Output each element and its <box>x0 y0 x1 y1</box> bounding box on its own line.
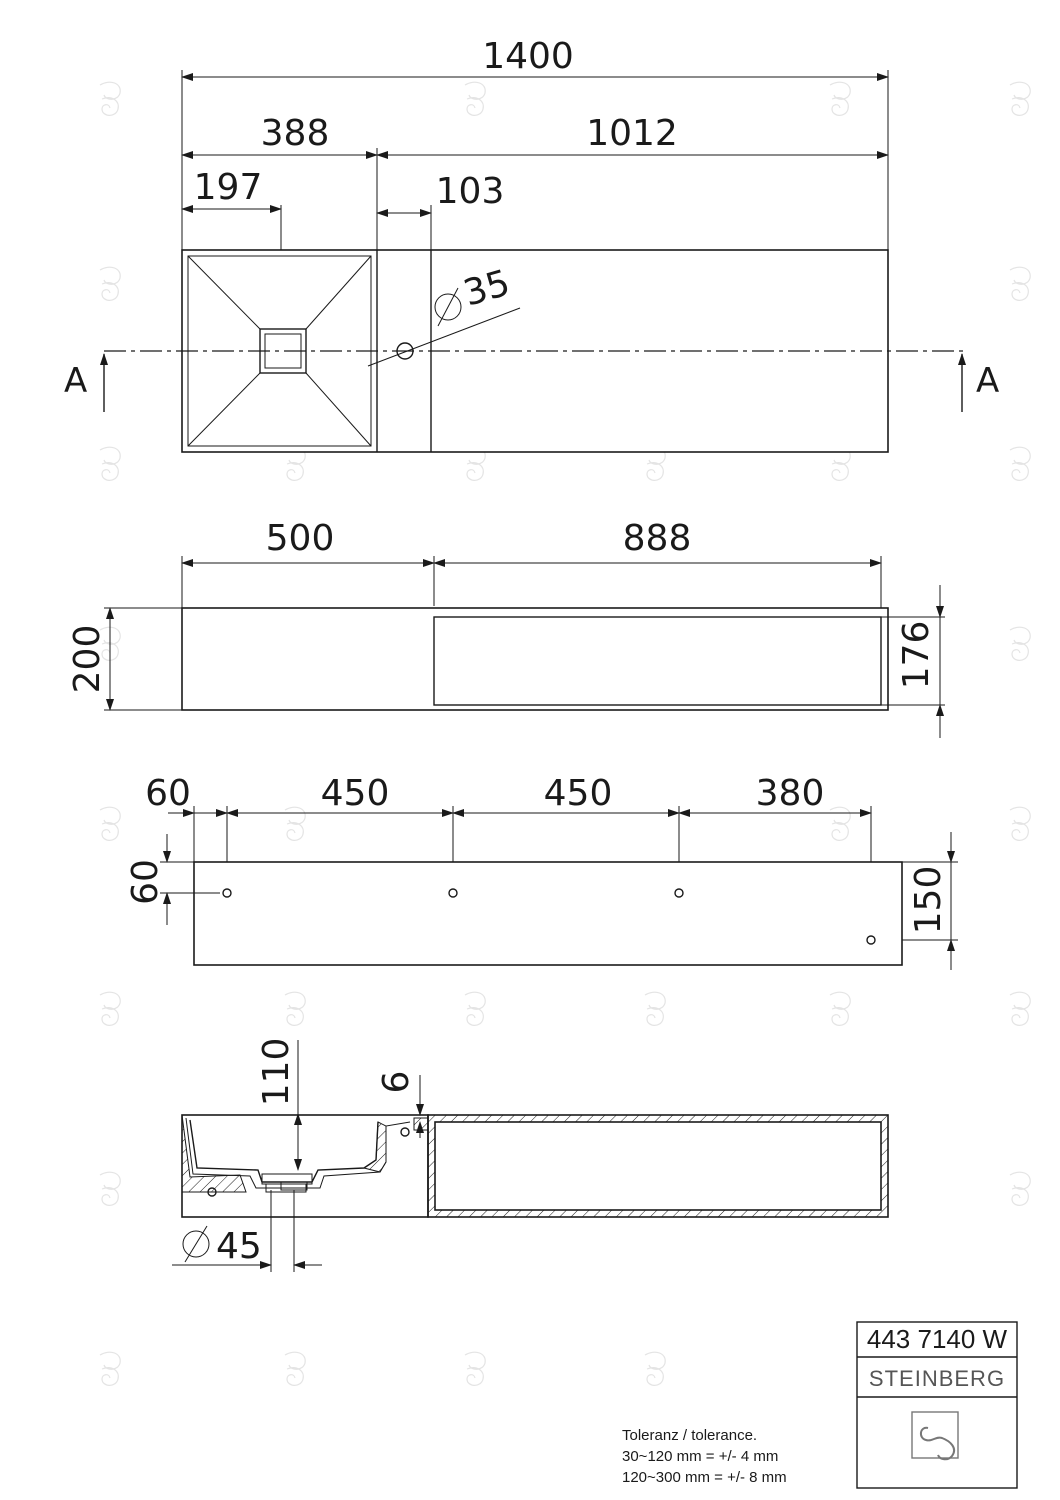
mounting-hole <box>448 888 458 898</box>
tolerance-line-1: 30~120 mm = +/- 4 mm <box>622 1448 778 1465</box>
mounting-hole <box>222 888 232 898</box>
rear-view-outline <box>193 861 903 966</box>
section-basin-body <box>181 1114 429 1218</box>
tolerance-title: Toleranz / tolerance. <box>622 1427 757 1444</box>
section-label-right: A <box>976 361 999 401</box>
title-block: 443 7140 W STEINBERG <box>856 1321 1018 1489</box>
front-view-outline <box>181 607 889 711</box>
dim-spacing-1: 450 <box>321 773 390 814</box>
section-view: 110 6 45 <box>172 1038 889 1272</box>
top-view: 1400 388 1012 197 103 35 A <box>64 36 999 453</box>
dim-edge-offset: 60 <box>145 773 191 814</box>
tolerance-note: Toleranz / tolerance. 30~120 mm = +/- 4 … <box>622 1427 787 1486</box>
dim-drain-offset: 197 <box>194 167 263 208</box>
dim-basin-depth: 110 <box>256 1038 297 1107</box>
brand-name: STEINBERG <box>869 1366 1005 1391</box>
dim-spacing-3: 380 <box>756 773 825 814</box>
section-label-left: A <box>64 361 87 401</box>
tap-hole-section <box>400 1127 410 1137</box>
dim-rear-height: 150 <box>908 866 949 935</box>
niche-opening <box>433 616 882 706</box>
dim-shelf-length: 1012 <box>586 113 678 154</box>
dim-drain-diameter: 45 <box>216 1226 262 1267</box>
dim-overall-length: 1400 <box>482 36 574 77</box>
steinberg-logo-icon <box>911 1411 959 1461</box>
dim-hole-depth: 60 <box>125 859 166 905</box>
mounting-hole <box>866 935 876 945</box>
article-number: 443 7140 W <box>867 1324 1008 1354</box>
mounting-hole <box>674 888 684 898</box>
dim-niche-length: 888 <box>623 518 692 559</box>
dim-niche-height: 176 <box>896 621 937 690</box>
leader-tap-hole <box>367 307 521 367</box>
dim-spacing-2: 450 <box>544 773 613 814</box>
dim-tap-offset: 103 <box>436 171 505 212</box>
mounting-hole <box>207 1187 217 1197</box>
diameter-icon <box>434 293 462 321</box>
dim-height: 200 <box>67 625 108 694</box>
dim-solid-part: 500 <box>266 518 335 559</box>
diameter-icon <box>182 1230 210 1258</box>
section-niche <box>434 1121 882 1211</box>
dim-basin-width: 388 <box>261 113 330 154</box>
tolerance-line-2: 120~300 mm = +/- 8 mm <box>622 1469 787 1486</box>
front-view: 500 888 200 176 <box>67 518 945 738</box>
rear-view: 60 450 450 380 60 150 <box>125 773 958 970</box>
dim-wall: 6 <box>376 1071 417 1094</box>
